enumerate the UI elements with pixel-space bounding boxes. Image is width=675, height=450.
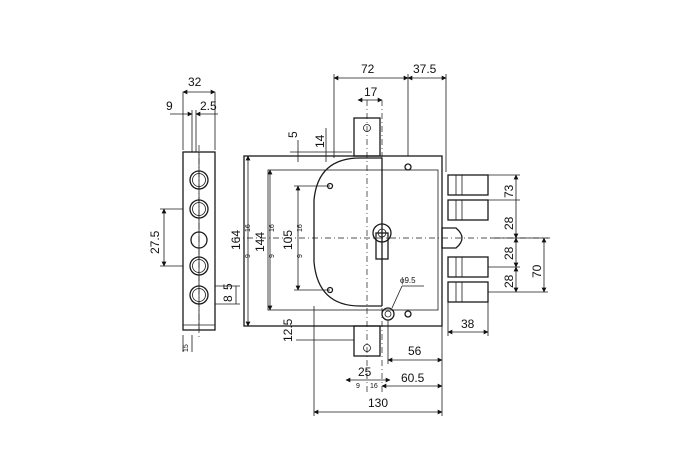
dim-14: 14 [313,134,327,148]
label-16: 16 [297,224,304,232]
dim-5: 5 [286,131,300,138]
dim-130: 130 [368,396,388,410]
front-view-lock-body: 72 37.5 17 5 14 164 9 16 144 9 16 105 9 … [229,62,550,416]
label-9: 9 [245,254,252,258]
latch-bolt [441,227,463,249]
dim-8: 8 [221,295,235,302]
label-15: 15 [183,344,190,352]
dim-105: 105 [281,230,295,250]
label-16: 16 [370,383,378,390]
dim-72: 72 [361,62,375,76]
dim-32: 32 [188,75,202,89]
dim-164: 164 [229,230,243,250]
dim-38: 38 [461,317,475,331]
dim-2-5: 2.5 [200,99,217,113]
dim-37-5: 37.5 [413,62,437,76]
dim-25: 25 [358,365,372,379]
faceplate-holes [189,170,209,305]
cover-plate [313,157,382,307]
dim-28-b: 28 [502,246,516,260]
faceplate-hole [189,256,209,276]
screw [404,163,412,171]
dim-70: 70 [530,264,544,278]
dim-9: 9 [166,99,173,113]
label-9: 9 [297,254,304,258]
dim-56: 56 [408,344,422,358]
faceplate-hole [189,170,209,190]
dim-12-5: 12.5 [281,318,295,342]
label-16: 16 [269,224,276,232]
faceplate-hole [189,285,209,305]
top-tab [353,117,381,157]
faceplate-hole [189,199,209,219]
screw [404,310,412,318]
deadbolts [447,174,489,303]
label-9: 9 [269,254,276,258]
dim-144: 144 [253,232,267,252]
lock-case [243,155,443,327]
dim-73: 73 [502,184,516,198]
dim-28-c: 28 [502,274,516,288]
label-16: 16 [245,224,252,232]
side-view-faceplate: 32 9 2.5 27.5 8 5 15 [148,75,240,352]
faceplate-hole [190,231,208,249]
dim-27-5: 27.5 [148,230,162,254]
dim-5-side: 5 [221,283,235,290]
dim-28-a: 28 [502,216,516,230]
dim-diameter-9-5: ϕ9.5 [400,276,416,285]
dim-60-5: 60.5 [401,371,425,385]
label-9: 9 [356,383,360,390]
dim-17: 17 [364,85,378,99]
